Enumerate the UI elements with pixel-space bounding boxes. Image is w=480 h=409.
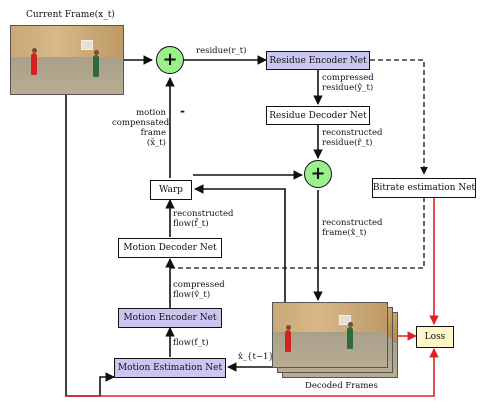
flow-label: flow(f_t) xyxy=(173,338,209,348)
residue-sum-node: + xyxy=(156,46,184,74)
edge-current-to-motion-estimation xyxy=(65,94,115,397)
edge-flow-to-bitrate xyxy=(170,198,425,269)
reconstruction-sum-node: + xyxy=(304,160,332,188)
edge-residue-to-bitrate xyxy=(370,59,428,175)
edge-previous-to-warp xyxy=(194,184,286,305)
loss-box: Loss xyxy=(416,326,454,348)
motion-decoder-net-box: Motion Decoder Net xyxy=(118,238,222,258)
decoded-frames-label: Decoded Frames xyxy=(305,381,378,391)
reconstructed-residue-label: reconstructed residue(r̂_t) xyxy=(322,128,383,148)
decoded-frames-image xyxy=(272,302,388,368)
reconstructed-flow-label: reconstructed flow(f̂_t) xyxy=(173,209,234,229)
motion-encoder-net-box: Motion Encoder Net xyxy=(118,308,222,328)
bitrate-estimation-net-box: Bitrate estimation Net xyxy=(372,178,476,198)
warp-box: Warp xyxy=(150,180,192,200)
residue-encoder-net-box: Residue Encoder Net xyxy=(266,51,370,70)
previous-frame-label: x̂_{t−1} xyxy=(238,352,274,362)
minus-sign: - xyxy=(180,104,185,118)
motion-estimation-net-box: Motion Estimation Net xyxy=(114,358,226,378)
compressed-residue-label: compressed residue(ŷ_t) xyxy=(322,73,374,93)
current-frame-label: Current Frame(x_t) xyxy=(26,10,115,20)
current-frame-image xyxy=(10,25,124,95)
residue-decoder-net-box: Residue Decoder Net xyxy=(266,106,370,125)
reconstructed-frame-label: reconstructed frame(x̂_t) xyxy=(322,218,383,238)
compressed-flow-label: compressed flow(v̂_t) xyxy=(173,280,225,300)
residue-label: residue(r_t) xyxy=(196,46,247,56)
edge-current-to-loss xyxy=(66,348,439,397)
motion-compensated-frame-label: motion compensated frame (x̄_t) xyxy=(112,108,170,148)
